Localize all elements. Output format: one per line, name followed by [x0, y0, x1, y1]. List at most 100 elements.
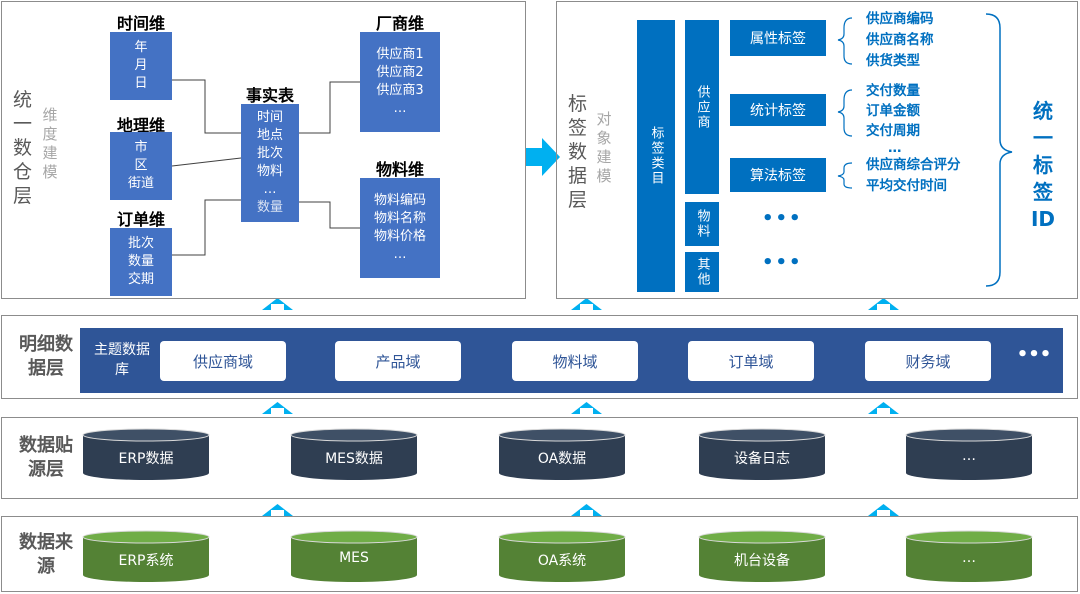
source-layer-title: 数据贴源层	[19, 435, 73, 480]
tag-panel	[556, 1, 1078, 299]
material-dim-item: …	[393, 247, 407, 262]
time-dim-item: 年	[134, 40, 148, 55]
algo-tag-button[interactable]: 算法标签	[730, 158, 826, 192]
origin-layer-title: 数据来源	[19, 532, 73, 577]
more-domains: •••	[1016, 344, 1052, 365]
origin-system-label: ERP系统	[118, 553, 174, 569]
vendor-dim-item: 供应商3	[376, 83, 424, 98]
geo-dim-item: 区	[134, 158, 148, 173]
stat-tag-button[interactable]: 统计标签	[730, 94, 826, 126]
geo-dim-item: 市	[134, 140, 148, 155]
warehouse-panel	[1, 1, 526, 299]
origin-system-cylinder[interactable]: 机台设备	[698, 530, 826, 582]
tag-layer-title: 标签数据层	[567, 93, 588, 211]
warehouse-layer-subtitle: 维度建模	[42, 106, 58, 181]
object-material-label: 物料	[694, 209, 710, 239]
origin-system-label: MES	[339, 550, 369, 566]
database-icon	[698, 530, 826, 582]
fact-item: 物料	[256, 164, 283, 179]
domain-product[interactable]: 产品域	[335, 341, 461, 381]
source-db-cylinder[interactable]: MES数据	[290, 428, 418, 480]
domain-finance[interactable]: 财务域	[865, 341, 991, 381]
source-db-cylinder[interactable]: ERP数据	[82, 428, 210, 480]
domain-supplier[interactable]: 供应商域	[160, 341, 286, 381]
origin-system-label: OA系统	[537, 553, 587, 569]
warehouse-layer-title: 统一数仓层	[12, 89, 33, 207]
stat-tag-list: 交付数量 订单金额 交付周期 …	[866, 81, 976, 155]
stat-tag-item: 交付周期	[866, 123, 920, 139]
attr-tag-button[interactable]: 属性标签	[730, 20, 826, 56]
time-dim-item: 日	[134, 76, 148, 91]
material-dim-item: 物料编码	[373, 193, 426, 208]
material-dim-item: 物料名称	[373, 211, 426, 226]
tag-category-column: 标签类目	[637, 20, 675, 292]
source-db-label: ERP数据	[118, 451, 174, 467]
database-icon	[905, 530, 1033, 582]
object-supplier-label: 供应商	[694, 84, 710, 130]
object-material[interactable]: 物料	[685, 202, 719, 246]
database-icon	[290, 428, 418, 480]
geo-dim-item: 街道	[127, 176, 154, 191]
more-dots: •••	[762, 208, 803, 229]
order-dim-box: 批次 数量 交期	[110, 228, 172, 296]
origin-system-cylinder[interactable]: OA系统	[498, 530, 626, 582]
database-icon	[290, 530, 418, 582]
domain-material[interactable]: 物料域	[512, 341, 638, 381]
right-arrow-icon	[526, 138, 560, 176]
attr-tag-item: 供应商编码	[866, 11, 934, 27]
more-dots: •••	[762, 252, 803, 273]
detail-layer-title: 明细数据层	[19, 334, 73, 379]
vendor-dim-box: 供应商1 供应商2 供应商3 …	[360, 32, 440, 132]
database-icon	[82, 428, 210, 480]
source-db-label: …	[962, 448, 976, 464]
origin-system-label: …	[962, 550, 976, 566]
stat-tag-item: 交付数量	[866, 83, 920, 99]
order-dim-item: 批次	[127, 236, 154, 251]
vendor-dim-item: …	[393, 101, 407, 116]
geo-dim-title: 地理维	[116, 116, 165, 135]
vendor-dim-title: 厂商维	[375, 14, 424, 33]
database-icon	[498, 530, 626, 582]
database-icon	[698, 428, 826, 480]
origin-system-label: 机台设备	[734, 553, 790, 569]
subject-db-label: 主题数据库	[94, 342, 150, 378]
attr-tag-item: 供应商名称	[866, 32, 934, 48]
object-other-label: 其他	[694, 257, 710, 287]
material-dim-box: 物料编码 物料名称 物料价格 …	[360, 178, 440, 278]
fact-item: 数量	[256, 200, 283, 215]
origin-system-cylinder[interactable]: …	[905, 530, 1033, 582]
database-icon	[82, 530, 210, 582]
source-db-label: MES数据	[325, 451, 383, 467]
source-db-cylinder[interactable]: OA数据	[498, 428, 626, 480]
attr-tag-list: 供应商编码 供应商名称 供货类型	[866, 9, 976, 72]
unified-tag-id: 统一标签ID	[1030, 99, 1056, 231]
time-dim-box: 年 月 日	[110, 32, 172, 100]
domain-order[interactable]: 订单域	[688, 341, 814, 381]
source-db-cylinder[interactable]: …	[905, 428, 1033, 480]
origin-system-cylinder[interactable]: ERP系统	[82, 530, 210, 582]
fact-item: 时间	[256, 110, 283, 125]
fact-table-title: 事实表	[245, 86, 294, 105]
source-db-label: 设备日志	[734, 451, 790, 467]
algo-tag-item: 平均交付时间	[866, 178, 947, 194]
time-dim-title: 时间维	[116, 14, 165, 33]
object-other[interactable]: 其他	[685, 252, 719, 292]
time-dim-item: 月	[134, 58, 148, 73]
order-dim-item: 数量	[127, 254, 154, 269]
algo-tag-list: 供应商综合评分 平均交付时间	[866, 155, 986, 197]
origin-system-cylinder[interactable]: MES	[290, 530, 418, 582]
fact-item: …	[263, 182, 277, 197]
algo-tag-item: 供应商综合评分	[866, 157, 961, 173]
geo-dim-box: 市 区 街道	[110, 132, 172, 200]
source-db-label: OA数据	[537, 451, 587, 467]
object-supplier[interactable]: 供应商	[685, 20, 719, 194]
attr-tag-item: 供货类型	[866, 53, 920, 69]
vendor-dim-item: 供应商1	[376, 47, 424, 62]
fact-table-box: 时间 地点 批次 物料 … 数量	[241, 104, 299, 222]
source-db-cylinder[interactable]: 设备日志	[698, 428, 826, 480]
material-dim-title: 物料维	[375, 160, 424, 179]
database-icon	[905, 428, 1033, 480]
database-icon	[498, 428, 626, 480]
order-dim-item: 交期	[127, 272, 154, 287]
stat-tag-item: …	[888, 140, 902, 156]
